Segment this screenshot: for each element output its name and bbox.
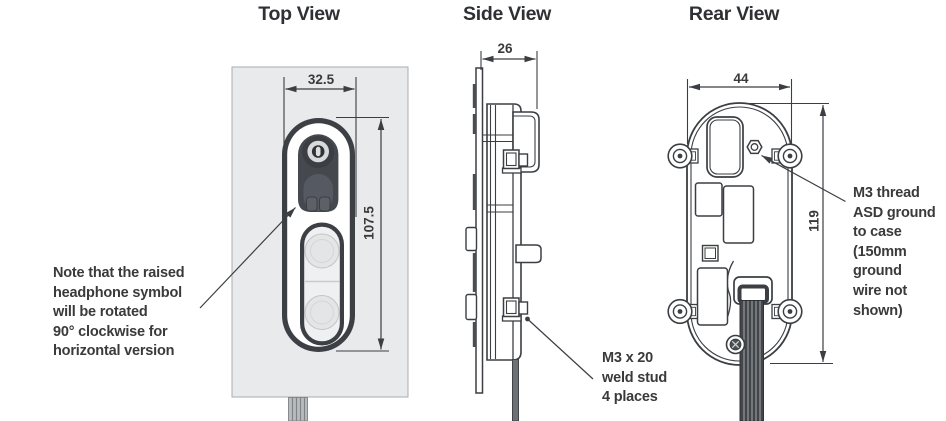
- top-height-label: 107.5: [361, 206, 376, 240]
- mount-ear-bottom-right: [771, 298, 803, 325]
- note-leader-arrow: [199, 207, 296, 309]
- cable-connector: [733, 276, 773, 305]
- panel-cable-stub: [288, 397, 308, 421]
- weld-stud-lower: [501, 297, 529, 322]
- top-view-title: Top View: [258, 3, 340, 25]
- side-view-drawing: [465, 51, 594, 421]
- top-width-dimension: [283, 77, 357, 217]
- top-view-drawing: [199, 66, 409, 421]
- lower-button: [304, 295, 340, 330]
- side-depth-dimension: [480, 51, 538, 109]
- top-width-label: 32.5: [307, 72, 335, 87]
- headphone-symbol: [303, 174, 333, 212]
- weld-stud-callout: M3 x 20 weld stud 4 places: [602, 350, 668, 406]
- rear-screw: [725, 334, 746, 355]
- stud-leader: [525, 316, 594, 380]
- side-depth-label: 26: [497, 41, 513, 56]
- top-height-dimension: [336, 116, 389, 352]
- ribbon-cable: [739, 300, 764, 421]
- weld-stud-upper: [501, 149, 529, 174]
- nut-leader-arrow: [761, 154, 846, 203]
- rear-width-label: 44: [733, 71, 749, 86]
- mount-ear-bottom-left: [667, 298, 699, 325]
- side-clip-lower: [465, 293, 478, 321]
- rear-component-a: [694, 182, 723, 217]
- side-gasket-strips: [472, 84, 476, 347]
- mount-ear-top-right: [771, 143, 803, 169]
- rear-width-dimension: [686, 79, 793, 144]
- rear-component-b: [722, 185, 755, 244]
- rear-component-c: [696, 267, 729, 326]
- ground-nut: [746, 139, 763, 155]
- rear-component-square: [701, 244, 719, 262]
- side-view-title: Side View: [463, 3, 551, 25]
- ground-callout: M3 thread ASD ground to case (150mm grou…: [853, 185, 936, 319]
- rear-opening: [706, 116, 744, 178]
- upper-button: [304, 233, 340, 269]
- rear-view-title: Rear View: [688, 3, 780, 25]
- rear-height-dimension: [746, 102, 833, 365]
- rear-view-drawing: [667, 79, 846, 421]
- rotation-note: Note that the raised headphone symbol wi…: [53, 265, 185, 360]
- camera-lens-highlight: [315, 146, 321, 157]
- side-cable: [512, 359, 519, 421]
- mount-ear-top-left: [667, 143, 699, 169]
- side-mid-tab: [515, 244, 542, 264]
- rear-height-label: 119: [806, 209, 821, 232]
- side-clip-upper: [465, 226, 478, 252]
